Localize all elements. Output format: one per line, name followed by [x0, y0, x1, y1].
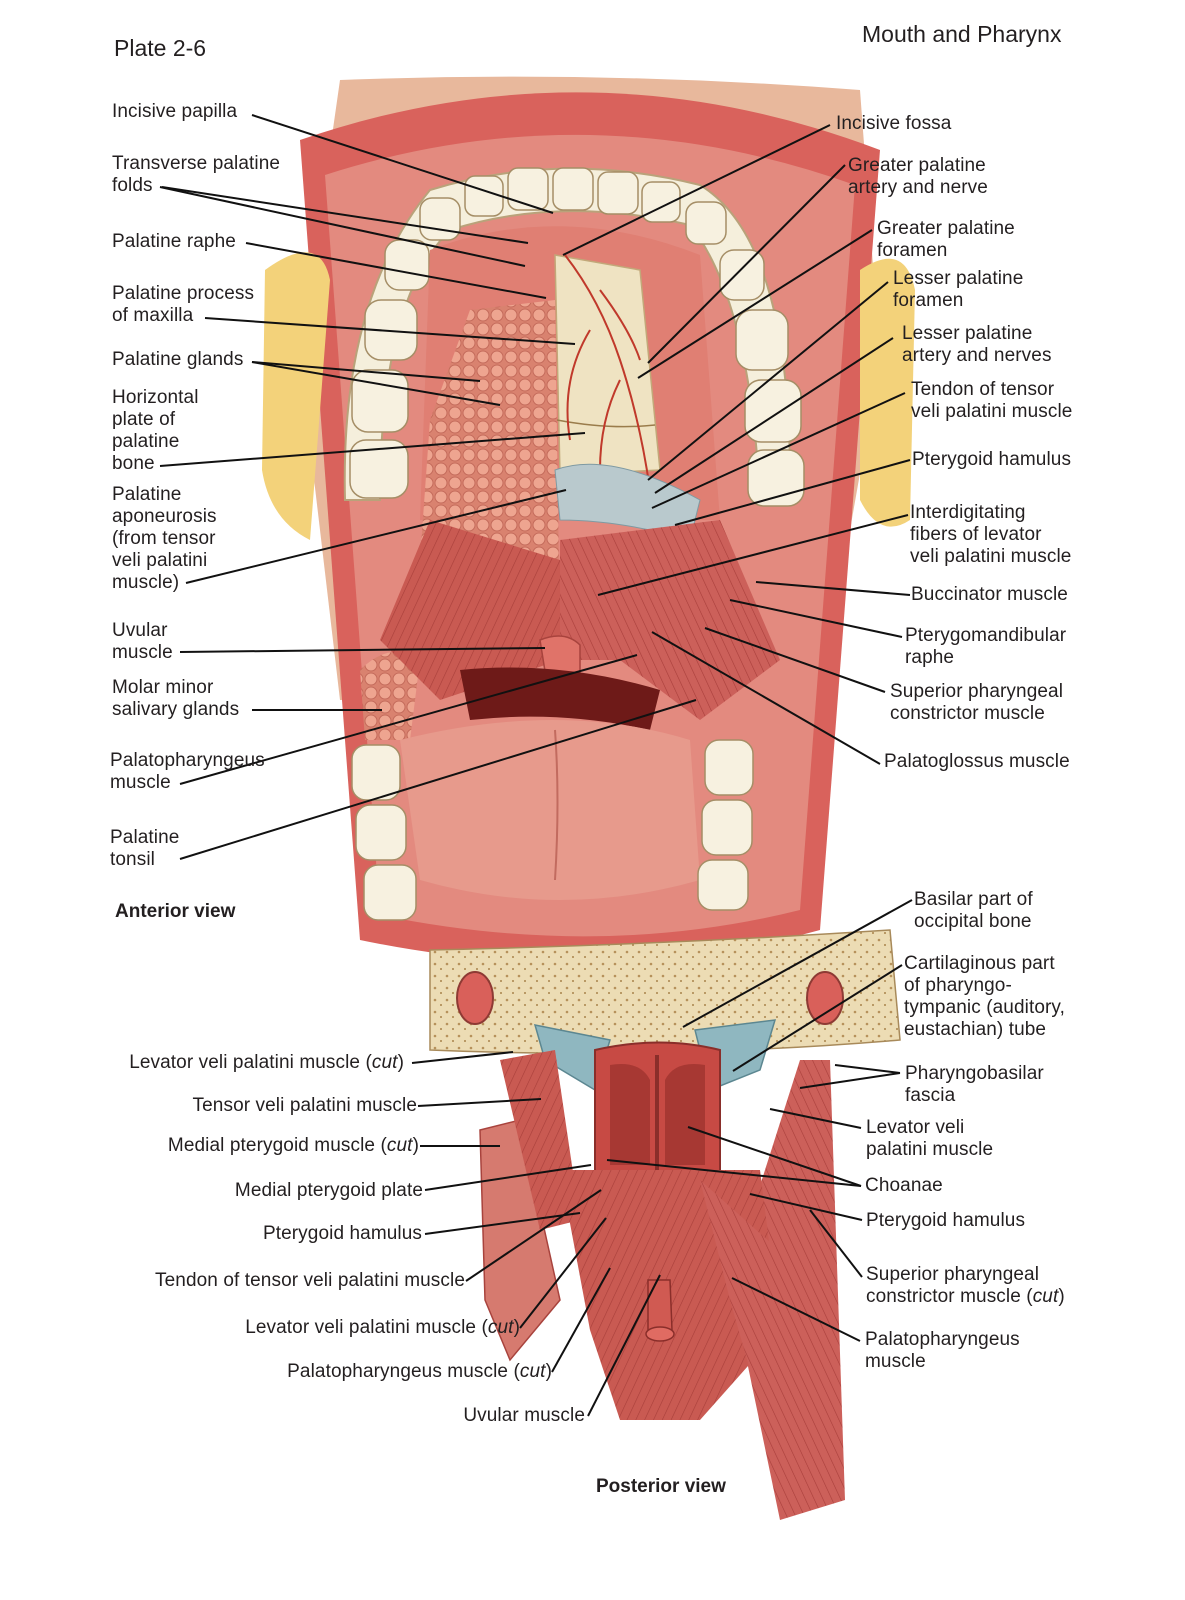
- anterior-view-illustration: [262, 76, 915, 963]
- label-palatopharyngeus-muscle-cut: Palatopharyngeus muscle (cut): [287, 1361, 552, 1382]
- label-pharyngobasilar-fascia: Pharyngobasilar fascia: [905, 1063, 1044, 1106]
- label-palatine-tonsil: Palatine tonsil: [110, 827, 180, 870]
- skull-foramen-left: [456, 971, 494, 1025]
- label-molar-minor-salivary-glands: Molar minor salivary glands: [112, 677, 240, 720]
- choanae-left-shape: [610, 1064, 650, 1165]
- molar-glands: [360, 652, 420, 740]
- label-lesser-palatine-foramen: Lesser palatine foramen: [893, 268, 1024, 311]
- label-levator-veli-palatini-muscle-right: Levator veli palatini muscle: [866, 1117, 994, 1160]
- label-horizontal-plate-palatine-bone: Horizontal plate of palatine bone: [112, 387, 199, 474]
- label-palatopharyngeus-muscle: Palatopharyngeus muscle: [110, 750, 265, 793]
- label-choanae: Choanae: [865, 1175, 943, 1196]
- label-palatine-raphe: Palatine raphe: [112, 231, 236, 252]
- label-palatine-aponeurosis: Palatine aponeurosis (from tensor veli p…: [112, 484, 217, 593]
- label-lesser-palatine-artery-nerves: Lesser palatine artery and nerves: [902, 323, 1052, 366]
- label-interdigitating-fibers-levator: Interdigitating fibers of levator veli p…: [910, 502, 1072, 567]
- tongue: [400, 720, 700, 900]
- buccal-fat-right: [860, 258, 915, 527]
- label-pterygoid-hamulus-posterior-left: Pterygoid hamulus: [262, 1223, 422, 1244]
- upper-teeth-crowns: [349, 167, 805, 507]
- label-palatine-glands: Palatine glands: [112, 349, 244, 370]
- label-cartilaginous-part-pharyngotympanic-tube: Cartilaginous part of pharyngo- tympanic…: [904, 953, 1065, 1040]
- plate-number: Plate 2-6: [114, 35, 207, 61]
- oropharynx-opening: [460, 667, 660, 730]
- palatopharyngeus-right: [700, 1180, 840, 1510]
- lower-teeth: [351, 739, 754, 921]
- label-superior-pharyngeal-constrictor-cut: Superior pharyngeal constrictor muscle (…: [866, 1264, 1065, 1307]
- label-greater-palatine-foramen: Greater palatine foramen: [877, 218, 1015, 261]
- skull-foramen-right: [806, 971, 844, 1025]
- leader-lines: [159, 114, 913, 1417]
- medial-pterygoid-cut: [479, 1119, 561, 1362]
- tongue-median-sulcus: [554, 729, 559, 881]
- label-incisive-fossa: Incisive fossa: [836, 113, 952, 134]
- label-pterygomandibular-raphe: Pterygomandibular raphe: [905, 625, 1067, 668]
- choanae-right-shape: [665, 1064, 705, 1165]
- posterior-view-illustration: [429, 929, 901, 1520]
- label-buccinator-muscle: Buccinator muscle: [911, 584, 1068, 605]
- label-incisive-papilla: Incisive papilla: [112, 101, 238, 122]
- tensor-veli-left: [500, 1050, 580, 1230]
- label-superior-pharyngeal-constrictor: Superior pharyngeal constrictor muscle: [890, 681, 1064, 724]
- label-palatine-process-of-maxilla: Palatine process of maxilla: [112, 283, 255, 326]
- label-pterygoid-hamulus-posterior-right: Pterygoid hamulus: [866, 1210, 1026, 1231]
- label-greater-palatine-artery-nerve: Greater palatine artery and nerve: [848, 155, 988, 198]
- label-tendon-tensor-veli-palatini-posterior: Tendon of tensor veli palatini muscle: [155, 1270, 465, 1291]
- label-levator-veli-palatini-cut-2: Levator veli palatini muscle (cut): [245, 1317, 520, 1338]
- posterior-view-caption: Posterior view: [596, 1476, 726, 1497]
- soft-palate-muscles-left: [380, 520, 560, 700]
- label-pterygoid-hamulus-anterior: Pterygoid hamulus: [912, 449, 1072, 470]
- label-medial-pterygoid-plate: Medial pterygoid plate: [234, 1180, 423, 1201]
- anterior-view-caption: Anterior view: [115, 901, 236, 922]
- label-uvular-muscle-posterior: Uvular muscle: [463, 1405, 585, 1426]
- greater-palatine-vessels: [564, 254, 651, 491]
- soft-palate-muscles-right: [560, 520, 780, 720]
- label-palatoglossus-muscle: Palatoglossus muscle: [884, 751, 1070, 772]
- label-levator-veli-palatini-cut-1: Levator veli palatini muscle (cut): [129, 1052, 404, 1073]
- label-tensor-veli-palatini-muscle: Tensor veli palatini muscle: [192, 1095, 417, 1116]
- label-medial-pterygoid-muscle-cut: Medial pterygoid muscle (cut): [167, 1135, 419, 1156]
- chapter-title: Mouth and Pharynx: [862, 21, 1062, 47]
- label-transverse-palatine-folds: Transverse palatine folds: [112, 153, 281, 196]
- label-basilar-part-occipital-bone: Basilar part of occipital bone: [914, 889, 1033, 932]
- label-tendon-tensor-veli-palatini: Tendon of tensor veli palatini muscle: [911, 379, 1073, 422]
- label-palatopharyngeus-muscle-right: Palatopharyngeus muscle: [865, 1329, 1020, 1372]
- uvula-posterior: [647, 1279, 673, 1331]
- label-uvular-muscle: Uvular muscle: [112, 620, 173, 663]
- uvula-tip: [645, 1326, 675, 1342]
